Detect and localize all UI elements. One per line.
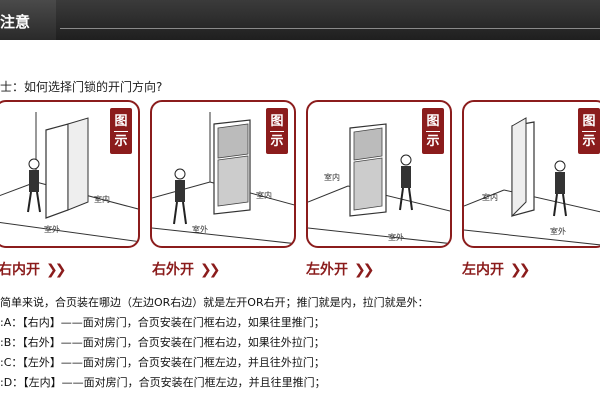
caption-text: 左外开 [306, 262, 348, 278]
question-text: 士：如何选择门锁的开门方向? [0, 80, 163, 94]
illustration-panel-2: 室内 室外 图 示 [150, 100, 296, 248]
header-tab [0, 0, 56, 40]
explanation-block: 简单来说，合页装在哪边（左边OR右边）就是左开OR右开；推门就是内，拉门就是外：… [0, 293, 600, 393]
door-illustration-2 [152, 112, 294, 245]
badge-divider [426, 130, 440, 132]
header-rule [60, 28, 600, 29]
illustration-badge: 图 示 [422, 108, 444, 154]
door-illustration-1 [0, 112, 138, 242]
inside-label: 室内 [482, 193, 498, 202]
badge-top-char: 图 [270, 113, 284, 129]
header-bar: 注意 [0, 0, 600, 40]
caption-text: 右内开 [0, 262, 40, 278]
badge-bottom-char: 示 [582, 133, 596, 149]
door-illustration-4 [464, 117, 600, 246]
caption-text: 右外开 [152, 262, 194, 278]
badge-bottom-char: 示 [114, 133, 128, 149]
explanation-line-b: :B：【右外】——面对房门，合页安装在门框右边，如果往外拉门； [0, 336, 325, 349]
chevron-right-icon: ❯❯ [46, 262, 67, 278]
caption-left-inward: 左内开 ❯❯ [462, 259, 531, 279]
caption-right-inward: 右内开 ❯❯ [0, 259, 67, 279]
caption-right-outward: 右外开 ❯❯ [152, 259, 221, 279]
badge-divider [114, 130, 128, 132]
illustration-badge: 图 示 [266, 108, 288, 154]
explanation-line-a: :A：【右内】——面对房门，合页安装在门框右边，如果往里推门； [0, 316, 325, 329]
explanation-line-d: :D：【左内】——面对房门，合页安装在门框左边，并且往里推门； [0, 376, 326, 389]
badge-top-char: 图 [426, 113, 440, 129]
chevron-right-icon: ❯❯ [200, 262, 221, 278]
illustration-badge: 图 示 [110, 108, 132, 154]
illustration-panel-3: 室内 室外 图 示 [306, 100, 452, 248]
badge-divider [270, 130, 284, 132]
badge-top-char: 图 [114, 113, 128, 129]
illustration-badge: 图 示 [578, 108, 600, 154]
badge-bottom-char: 示 [426, 133, 440, 149]
chevron-right-icon: ❯❯ [510, 262, 531, 278]
caption-text: 左内开 [462, 262, 504, 278]
inside-label: 室内 [256, 191, 272, 200]
caption-left-outward: 左外开 ❯❯ [306, 259, 375, 279]
badge-bottom-char: 示 [270, 133, 284, 149]
illustration-panel-4: 室内 室外 图 示 [462, 100, 600, 248]
explanation-line-c: :C：【左外】——面对房门，合页安装在门框左边，并且往外拉门； [0, 356, 325, 369]
badge-divider [582, 130, 596, 132]
chevron-right-icon: ❯❯ [354, 262, 375, 278]
door-illustration-3 [308, 123, 450, 245]
header-title: 注意 [0, 13, 31, 31]
inside-label: 室内 [94, 195, 110, 204]
illustration-panel-1: 室内 室外 图 示 [0, 100, 140, 248]
explanation-intro: 简单来说，合页装在哪边（左边OR右边）就是左开OR右开；推门就是内，拉门就是外： [0, 296, 429, 309]
outside-label: 室外 [192, 225, 208, 234]
outside-label: 室外 [550, 227, 566, 236]
badge-top-char: 图 [582, 113, 596, 129]
outside-label: 室外 [44, 225, 60, 234]
outside-label: 室外 [388, 233, 404, 242]
inside-label: 室内 [324, 173, 340, 182]
